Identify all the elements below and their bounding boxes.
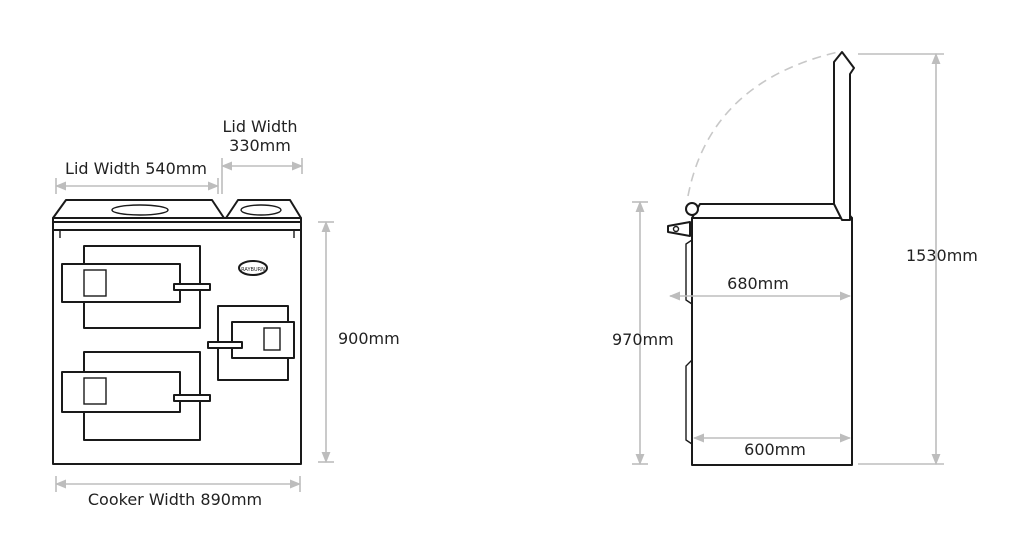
hotplate-height-label: 970mm — [612, 330, 674, 349]
side-body — [691, 217, 853, 466]
side-view: 680mm 600mm 970mm 1530mm — [612, 51, 978, 466]
cooker-height-label: 900mm — [338, 329, 400, 348]
side-open-lid — [833, 51, 855, 221]
firebox-door-hinge — [231, 321, 295, 359]
side-top-plate — [691, 203, 853, 219]
oven-door-bottom-latch — [173, 394, 211, 402]
lid-width-small-label-line2: 330mm — [229, 136, 291, 155]
lid-large-handle — [111, 204, 169, 216]
oven-door-top-latch — [173, 283, 211, 291]
lid-small-handle — [240, 204, 282, 216]
front-view: RAYBURN Lid Width 540mm Lid Width 330mm … — [52, 117, 400, 509]
lid-swing-arc — [687, 51, 839, 197]
oven-door-top-hinge — [61, 263, 181, 303]
lid-width-large-label: Lid Width 540mm — [65, 159, 207, 178]
brand-badge — [238, 260, 268, 276]
firebox-door-latch — [207, 341, 243, 349]
depth-top-label: 680mm — [727, 274, 789, 293]
depth-base-label: 600mm — [744, 440, 806, 459]
lid-open-height-label: 1530mm — [906, 246, 978, 265]
cooker-width-label: Cooker Width 890mm — [88, 490, 262, 509]
lid-large — [52, 199, 225, 219]
badge-text: RAYBURN — [241, 267, 265, 273]
lid-width-small-label-line1: Lid Width — [222, 117, 297, 136]
handrail — [52, 221, 302, 231]
side-rail-knob — [685, 202, 699, 216]
oven-door-bottom-hinge — [61, 371, 181, 413]
